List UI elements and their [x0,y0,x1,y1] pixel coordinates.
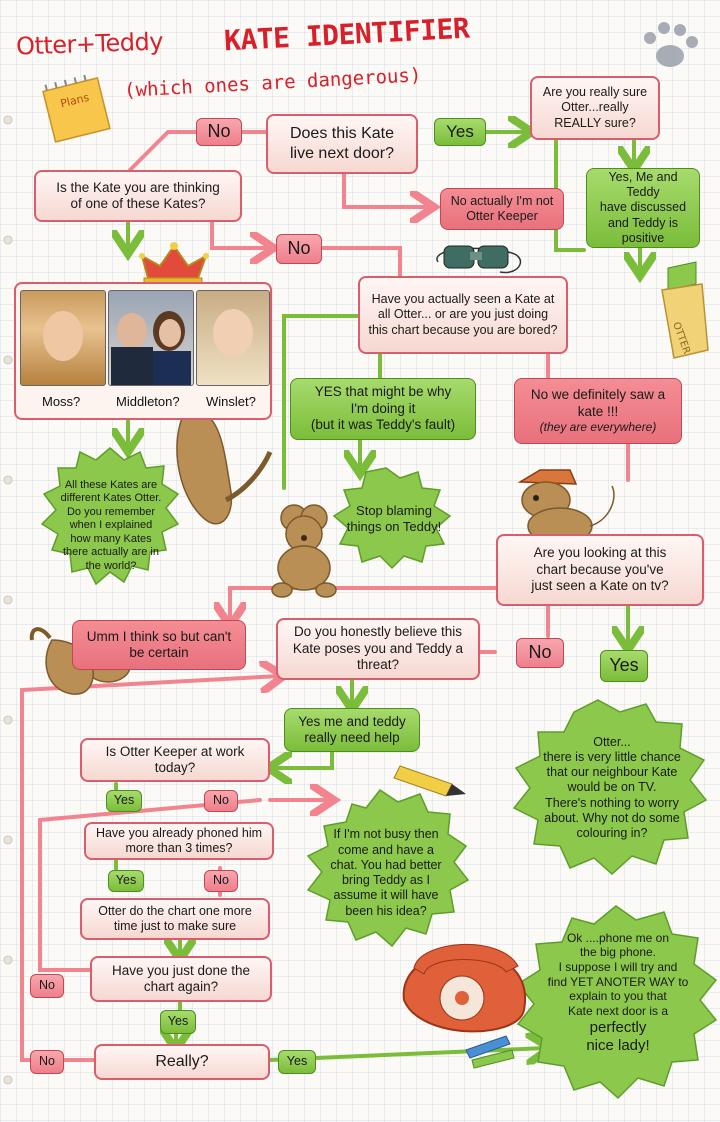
binoculars-icon [436,245,522,274]
photo-label-winslet: Winslet? [206,394,256,409]
sticky-note-icon: Plans [42,74,111,143]
sure-yes-answer: Yes, Me and Teddy have discussed and Ted… [586,168,700,248]
bottle-icon: OTTER [661,261,709,359]
really-no-label: No [30,1050,64,1074]
phone-me-answer: Ok ....phone me on the big phone. I supp… [536,918,700,1068]
green-connectors [116,132,640,1060]
teddy-bear-icon [271,504,337,598]
again-question: Have you just done the chart again? [90,956,272,1002]
phone-me-end: perfectly nice lady! [586,1018,650,1054]
burst-tv-answer [512,699,708,876]
burst-different-kates [40,447,180,586]
saw-kate-text: No we definitely saw a kate !!! [530,387,666,419]
phone-me-text: Ok ....phone me on the big phone. I supp… [547,930,689,1018]
uncertain-answer: Umm I think so but can't be certain [72,620,246,670]
tv-question: Are you looking at this chart because yo… [496,534,704,606]
tv-yes-label: Yes [600,650,648,682]
need-help-answer: Yes me and teddy really need help [284,708,420,752]
phoned-no-label: No [204,870,238,892]
seen-kate-question: Have you actually seen a Kate at all Ott… [358,276,568,354]
really-question: Really? [94,1044,270,1080]
start-yes-label: Yes [434,118,486,146]
chart-brand: Otter+Teddy [15,27,164,61]
binding-holes [3,115,13,1085]
chat-answer: If I'm not busy then come and have a cha… [330,827,442,918]
different-kates-answer: All these Kates are different Kates Otte… [60,479,162,572]
start-no-label: No [196,118,242,146]
paw-print-icon [644,22,698,67]
burst-chat [306,788,470,948]
threat-question: Do you honestly believe this Kate poses … [276,618,480,680]
start-question: Does this Kate live next door? [266,114,418,174]
burst-stop-blaming [332,467,452,570]
photo-middleton [108,290,194,386]
tv-answer: Otter... there is very little chance tha… [543,734,681,841]
phoned-question: Have you already phoned him more than 3 … [84,822,274,860]
photo-label-moss: Moss? [42,394,81,409]
saw-kate-note: (they are everywhere) [539,420,657,435]
really-yes-label: Yes [278,1050,316,1074]
phoned-yes-label: Yes [108,870,144,892]
again-yes-label: Yes [160,1010,196,1034]
telephone-icon [402,943,526,1033]
famous-kates-question: Is the Kate you are thinking of one of t… [34,170,242,222]
bored-yes-answer: YES that might be why I'm doing it (but … [290,378,476,440]
work-no-label: No [204,790,238,812]
not-keeper-answer: No actually I'm not Otter Keeper [440,188,564,230]
sure-question: Are you really sure Otter...really REALL… [530,76,660,140]
photo-winslet [196,290,270,386]
stop-blaming-answer: Stop blaming things on Teddy! [346,503,442,534]
saw-kate-answer: No we definitely saw a kate !!! (they ar… [514,378,682,444]
crayons-icon [465,1035,515,1069]
again-no-label: No [30,974,64,998]
work-yes-label: Yes [106,790,142,812]
crayon-icon [393,765,466,797]
photo-label-middleton: Middleton? [116,394,180,409]
burst-phone-me [516,905,718,1100]
one-more-time: Otter do the chart one more time just to… [80,898,270,940]
photo-moss [20,290,106,386]
famous-no-label: No [276,234,322,264]
tv-no-label: No [516,638,564,668]
work-question: Is Otter Keeper at work today? [80,738,270,782]
